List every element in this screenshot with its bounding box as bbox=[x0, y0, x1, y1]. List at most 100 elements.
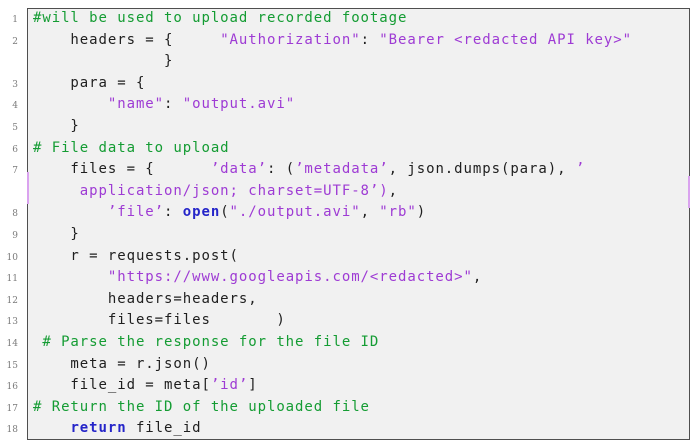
code-text: headers=headers, bbox=[18, 291, 258, 307]
code-text: "https://www.googleapis.com/<redacted>", bbox=[18, 269, 482, 285]
code-segment-plain: } bbox=[33, 117, 80, 134]
code-text: # Parse the response for the file ID bbox=[18, 334, 379, 350]
code-row: 3 para = { bbox=[0, 73, 697, 95]
code-row: 9 } bbox=[0, 224, 697, 246]
string-wrap-marker-left bbox=[26, 172, 29, 204]
line-number: 11 bbox=[6, 274, 18, 285]
line-number: 7 bbox=[12, 166, 18, 177]
line-number: 3 bbox=[12, 79, 18, 90]
code-segment-plain bbox=[33, 269, 108, 285]
line-number: 4 bbox=[12, 101, 18, 112]
code-segment-plain: headers = { bbox=[33, 31, 221, 48]
code-row: 17 # Return the ID of the uploaded file bbox=[0, 397, 697, 419]
line-number: 9 bbox=[12, 230, 18, 241]
code-segment-plain: , bbox=[388, 182, 398, 199]
code-text: application/json; charset=UTF-8’), bbox=[18, 183, 398, 199]
code-segment-comment: # Parse the response for the file ID bbox=[33, 333, 380, 350]
code-text: headers = { "Authorization": "Bearer <re… bbox=[18, 32, 632, 48]
code-segment-plain: , bbox=[360, 204, 380, 221]
code-segment-plain: files=files ) bbox=[33, 312, 286, 329]
line-number: 15 bbox=[6, 360, 18, 371]
line-number: 13 bbox=[6, 317, 18, 328]
code-text: para = { bbox=[18, 75, 145, 91]
code-row: 10 r = requests.post( bbox=[0, 246, 697, 268]
code-segment-plain: : bbox=[164, 204, 183, 221]
code-text: "name": "output.avi" bbox=[18, 96, 295, 112]
line-number: 17 bbox=[6, 403, 18, 414]
code-row: 14 # Parse the response for the file ID bbox=[0, 332, 697, 354]
code-row: application/json; charset=UTF-8’), bbox=[0, 181, 697, 203]
code-row: 8 ’file’: open("./output.avi", "rb") bbox=[0, 202, 697, 224]
code-row: 11 "https://www.googleapis.com/<redacted… bbox=[0, 267, 697, 289]
code-segment-plain: file_id bbox=[126, 420, 202, 437]
code-segment-plain: } bbox=[33, 53, 174, 70]
code-segment-plain: file_id = meta[ bbox=[33, 377, 211, 394]
code-row: 13 files=files ) bbox=[0, 310, 697, 332]
code-segment-plain: : bbox=[360, 31, 380, 48]
code-segment-plain: para = { bbox=[33, 74, 146, 91]
code-text: r = requests.post( bbox=[18, 248, 239, 264]
line-number: 14 bbox=[6, 338, 18, 349]
code-segment-plain: } bbox=[33, 225, 80, 242]
code-segment-comment: # File data to upload bbox=[33, 139, 230, 156]
code-segment-plain bbox=[33, 420, 70, 436]
code-block-frame bbox=[27, 8, 690, 440]
code-segment-plain: r = requests.post( bbox=[33, 247, 239, 264]
line-number: 5 bbox=[12, 122, 18, 133]
code-segment-string: ’file’ bbox=[107, 204, 165, 221]
code-text: files=files ) bbox=[18, 312, 286, 328]
code-segment-string: "name" bbox=[107, 96, 165, 113]
code-segment-string: application/json; charset=UTF-8’) bbox=[79, 182, 389, 199]
code-row: 5 } bbox=[0, 116, 697, 138]
code-segment-string: "https://www.googleapis.com/<redacted>" bbox=[107, 269, 473, 286]
code-segment-plain bbox=[33, 183, 80, 199]
code-segment-comment: #will be used to upload recorded footage bbox=[33, 10, 408, 26]
code-segment-plain: : bbox=[164, 96, 183, 113]
code-segment-plain: files = { bbox=[33, 161, 211, 178]
code-text: return file_id bbox=[18, 420, 201, 436]
code-segment-string: "output.avi" bbox=[182, 96, 296, 113]
code-segment-keyword: open bbox=[182, 204, 221, 221]
code-segment-plain: , bbox=[472, 269, 483, 286]
line-number: 10 bbox=[6, 252, 18, 263]
code-row: } bbox=[0, 51, 697, 73]
line-number: 8 bbox=[12, 209, 18, 220]
code-segment-plain: meta = r.json() bbox=[33, 355, 211, 372]
code-text: # Return the ID of the uploaded file bbox=[18, 399, 370, 415]
code-segment-keyword: return bbox=[70, 420, 127, 437]
code-text: } bbox=[18, 226, 80, 242]
code-segment-string: "Bearer <redacted API key>" bbox=[379, 31, 632, 48]
code-row: 12 headers=headers, bbox=[0, 289, 697, 311]
line-number: 6 bbox=[12, 144, 18, 155]
code-row: 2 headers = { "Authorization": "Bearer <… bbox=[0, 30, 697, 52]
code-row: 1#will be used to upload recorded footag… bbox=[0, 8, 697, 30]
code-segment-plain: ) bbox=[416, 204, 427, 221]
code-text: # File data to upload bbox=[18, 140, 230, 156]
code-text: meta = r.json() bbox=[18, 356, 211, 372]
string-wrap-marker-right bbox=[687, 176, 690, 208]
line-number: 16 bbox=[6, 382, 18, 393]
code-row: 7 files = { ’data’: (’metadata’, json.du… bbox=[0, 159, 697, 181]
code-segment-plain bbox=[33, 204, 108, 220]
code-segment-string: "./output.avi" bbox=[229, 204, 361, 221]
code-segment-string: ’data’ bbox=[210, 161, 267, 178]
code-segment-plain: , json.dumps(para), bbox=[388, 161, 576, 178]
code-text: ’file’: open("./output.avi", "rb") bbox=[18, 204, 426, 220]
code-row: 16 file_id = meta[’id’] bbox=[0, 375, 697, 397]
line-number: 18 bbox=[6, 425, 18, 436]
code-segment-plain: headers=headers, bbox=[33, 290, 258, 307]
code-segment-string: "rb" bbox=[379, 204, 417, 221]
code-text: } bbox=[18, 53, 173, 69]
code-segment-string: "Authorization" bbox=[220, 31, 361, 48]
line-number: 12 bbox=[6, 295, 18, 306]
line-number: 2 bbox=[12, 36, 18, 47]
code-row: 18 return file_id bbox=[0, 418, 697, 440]
code-text: #will be used to upload recorded footage bbox=[18, 10, 407, 26]
code-segment-string: ’metadata’ bbox=[295, 161, 389, 178]
code-text: } bbox=[18, 118, 80, 134]
code-segment-comment: # Return the ID of the uploaded file bbox=[33, 398, 370, 415]
code-segment-string: ’id’ bbox=[210, 377, 249, 394]
code-segment-plain: : ( bbox=[266, 161, 296, 178]
code-text: files = { ’data’: (’metadata’, json.dump… bbox=[18, 161, 585, 177]
